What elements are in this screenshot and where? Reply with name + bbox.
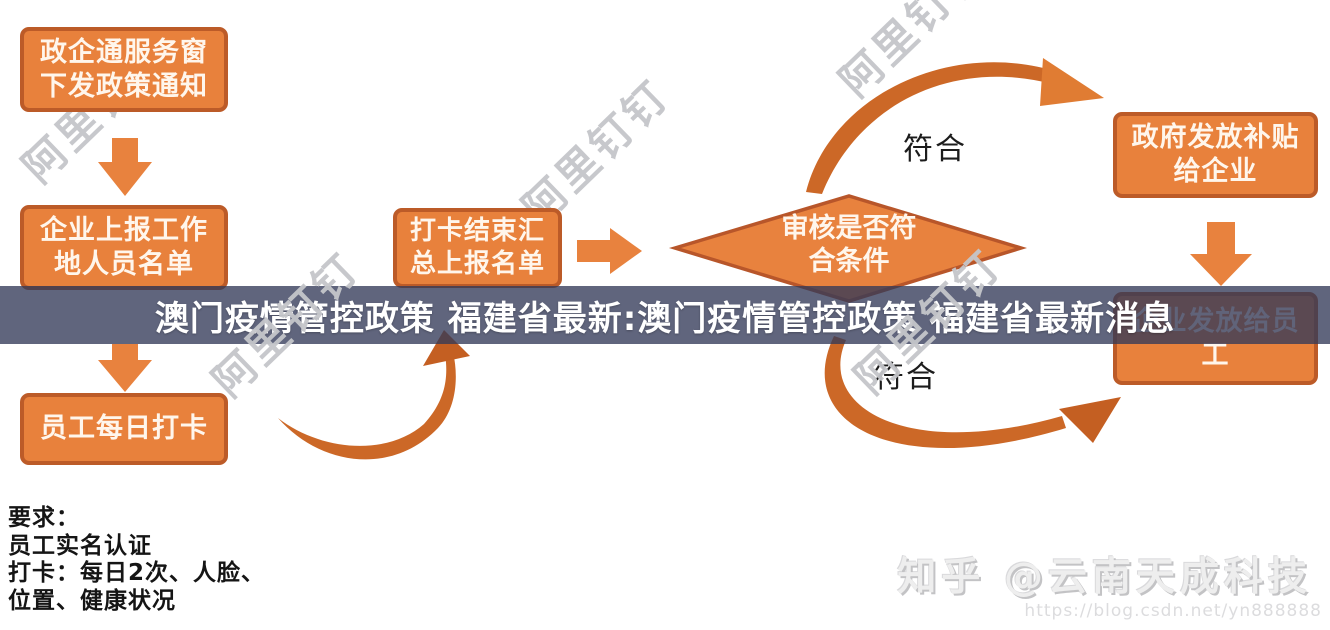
flow-box-policy-notice: 政企通服务窗 下发政策通知 [20,27,228,112]
arrow-right-summary-to-decision [577,228,642,274]
flow-box-checkin-summary: 打卡结束汇 总上报名单 [393,208,562,288]
flow-box-line: 下发政策通知 [40,70,208,102]
flow-box-line: 政企通服务窗 [40,36,208,68]
requirement-line: 位置、健康状况 [8,587,176,614]
flow-box-government-subsidy: 政府发放补贴 给企业 [1113,112,1318,198]
requirement-line: 要求： [8,505,80,531]
decision-diamond [668,194,1027,303]
decision-line: 审核是否符 [781,213,917,244]
zhihu-watermark: 知乎 @云南天成科技 [897,555,1312,600]
arrow-down-subsidy-to-distribute [1190,222,1252,286]
decision-line: 合条件 [808,246,890,277]
arrow-down-notice-to-report [98,138,152,196]
flow-box-line: 打卡结束汇 [409,216,545,246]
flow-box-line: 政府发放补贴 [1131,122,1300,153]
requirement-line: 员工实名认证 [8,532,152,559]
flow-box-line: 地人员名单 [54,248,194,280]
flow-box-line: 工 [1201,339,1230,371]
flow-box-line: 给企业 [1173,156,1258,187]
csdn-url-watermark: https://blog.csdn.net/yn888888 [1024,601,1322,621]
flow-box-line: 员工每日打卡 [40,413,208,444]
label-qualified-bottom: 符合 [874,360,938,395]
requirement-line: 打卡：每日2次、人脸、 [8,560,266,586]
page-title: 澳门疫情管控政策 福建省最新:澳门疫情管控政策 福建省最新消息 [154,298,1176,339]
flow-box-daily-checkin: 员工每日打卡 [20,393,228,465]
flow-box-line: 总上报名单 [409,249,545,279]
curved-arrow-checkin-to-summary [278,330,470,460]
curved-arrow-decision-to-distribute [824,336,1121,449]
flow-box-line: 企业上报工作 [40,214,208,246]
label-qualified-top: 符合 [903,132,967,167]
curved-arrow-decision-to-subsidy [806,58,1104,194]
flow-box-company-report: 企业上报工作 地人员名单 [20,205,228,290]
requirements-note: 要求： 员工实名认证 打卡：每日2次、人脸、 位置、健康状况 [8,505,265,615]
decision-diamond-label: 审核是否符 合条件 [700,212,998,278]
arrow-down-report-to-checkin [98,344,152,392]
title-banner: 澳门疫情管控政策 福建省最新:澳门疫情管控政策 福建省最新消息 [0,286,1330,344]
